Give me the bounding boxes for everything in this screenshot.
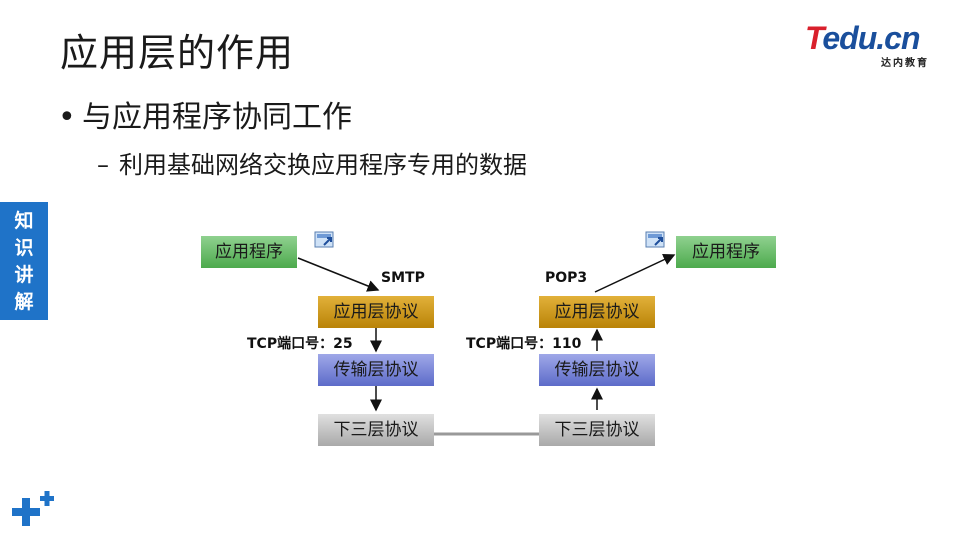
logo-brand-t: T — [805, 20, 823, 56]
left-application-layer-box: 应用层协议 — [318, 296, 434, 328]
bullet-dash-icon: – — [97, 151, 109, 179]
right-transport-layer-box: 传输层协议 — [539, 354, 655, 386]
left-lower-layers-box: 下三层协议 — [318, 414, 434, 446]
right-protocol-label: POP3 — [545, 270, 588, 286]
logo-brand: Tedu.cn — [805, 20, 920, 57]
right-lower-layers-box: 下三层协议 — [539, 414, 655, 446]
bullet-level2-text: 利用基础网络交换应用程序专用的数据 — [119, 151, 527, 179]
tedu-logo: Tedu.cn 达内教育 — [805, 20, 935, 69]
left-port-label: TCP端口号：25 — [247, 336, 353, 352]
document-link-icon[interactable] — [645, 229, 667, 249]
side-tab-char: 讲 — [14, 264, 34, 286]
document-link-icon[interactable] — [314, 229, 336, 249]
left-app-box: 应用程序 — [201, 236, 297, 268]
right-app-box: 应用程序 — [676, 236, 776, 268]
arrow-left-app-to-layer — [297, 257, 380, 292]
logo-subtitle: 达内教育 — [881, 58, 929, 69]
logo-brand-rest: edu.cn — [822, 20, 920, 56]
bullet-level2: –利用基础网络交换应用程序专用的数据 — [97, 145, 527, 180]
arrow-right-layer-to-app — [594, 254, 676, 293]
bullet-level1-text: 与应用程序协同工作 — [82, 100, 352, 135]
side-tab-char: 解 — [14, 291, 34, 313]
right-application-layer-box: 应用层协议 — [539, 296, 655, 328]
plus-icon — [12, 491, 54, 526]
bullet-dot-icon: • — [58, 100, 76, 135]
bullet-level1: •与应用程序协同工作 — [58, 92, 352, 136]
side-tab-knowledge: 知 识 讲 解 — [0, 202, 48, 320]
side-tab-char: 知 — [14, 210, 34, 232]
side-tab-char: 识 — [14, 237, 34, 259]
left-transport-layer-box: 传输层协议 — [318, 354, 434, 386]
right-port-label: TCP端口号：110 — [466, 336, 582, 352]
page-title: 应用层的作用 — [60, 31, 295, 75]
left-protocol-label: SMTP — [381, 270, 425, 286]
